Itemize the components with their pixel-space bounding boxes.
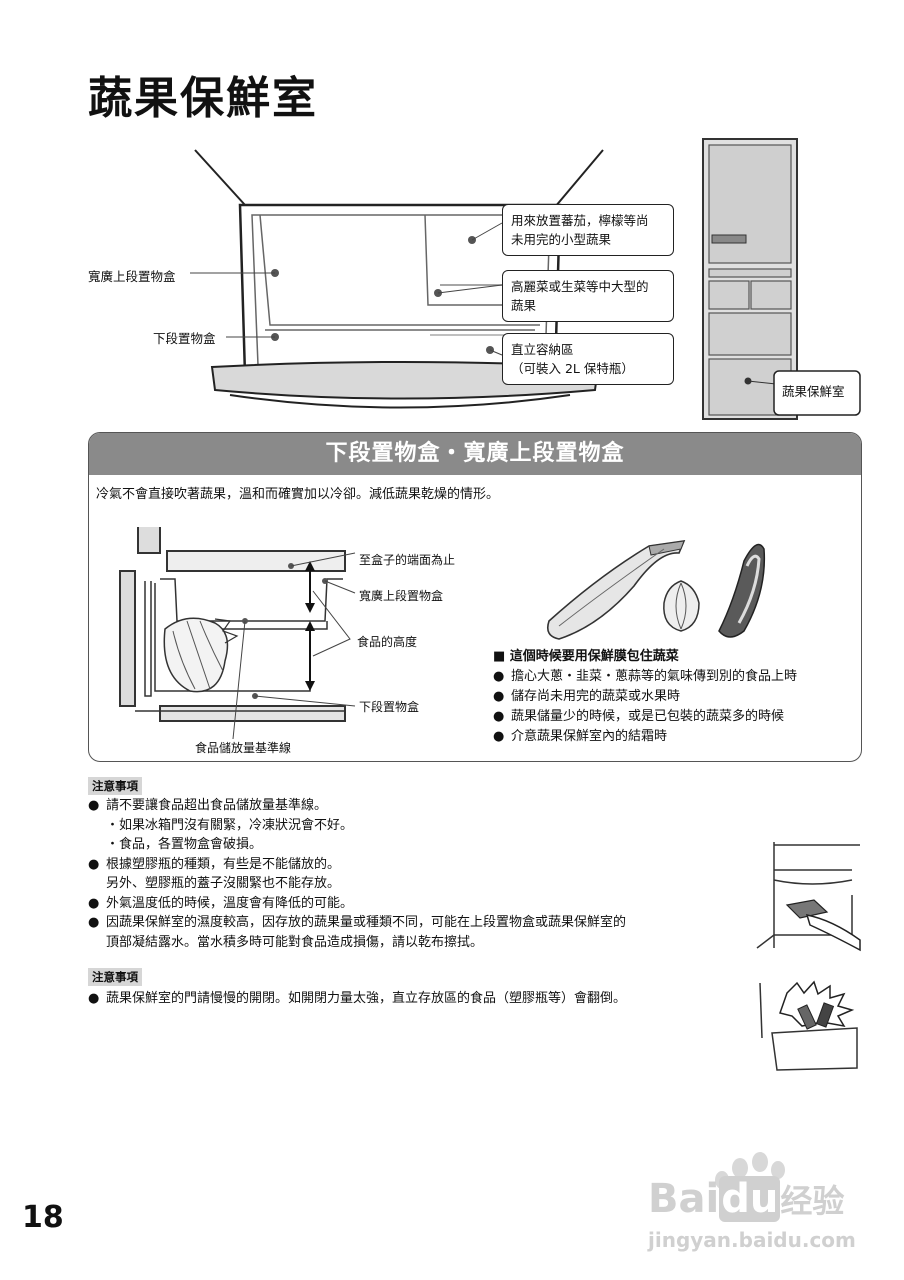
- label-food-baseline: 食品儲放量基準線: [195, 741, 292, 755]
- refrigerator-illustration: [702, 138, 861, 420]
- callout-small-vegetables: 用來放置蕃茄，檸檬等尚 未用完的小型蔬果: [502, 204, 674, 256]
- notice-continuation: 另外、塑膠瓶的蓋子沒關緊也不能存放。: [106, 876, 341, 891]
- notice-continuation: 頂部凝結露水。當水積多時可能對食品造成損傷，請以乾布擦拭。: [106, 934, 484, 950]
- wiping-dew-illustration: [756, 842, 861, 952]
- baidu-watermark: Baidu经验 jingyan.baidu.com: [640, 1150, 880, 1260]
- label-lower-box: 下段置物盒: [153, 331, 216, 346]
- notice-item: 因蔬果保鮮室的濕度較高，因存放的蔬果量或種類不同，可能在上段置物盒或蔬果保鮮室的: [88, 913, 728, 933]
- page-title: 蔬果保鮮室: [88, 73, 318, 124]
- notice-item: 根據塑膠瓶的種類，有些是不能儲放的。: [88, 855, 728, 875]
- label-lower-box-diagram: 下段置物盒: [359, 700, 420, 714]
- notice-item: 外氣溫度低的時候，溫度會有降低的可能。: [88, 894, 728, 914]
- cross-section-diagram: [119, 527, 356, 740]
- label-food-height: 食品的高度: [357, 635, 418, 649]
- fridge-vegetable-compartment-label: 蔬果保鮮室: [782, 384, 845, 399]
- bottles-falling-illustration: [759, 980, 858, 1071]
- section-header: 下段置物盒・寬廣上段置物盒: [89, 433, 861, 475]
- page-number: 18: [22, 1200, 64, 1235]
- notice-list: 請不要讓食品超出食品儲放量基準線。 ・如果冰箱門沒有關緊，冷凍狀況會不好。 ・食…: [88, 796, 728, 952]
- notice-tag: 注意事項: [88, 777, 142, 795]
- label-box-end: 至盒子的端面為止: [359, 553, 456, 567]
- wrap-advice-item: 儲存尚未用完的蔬菜或水果時: [493, 687, 797, 707]
- notice-item: 蔬果保鮮室的門請慢慢的開閉。如開閉力量太強，直立存放區的食品（塑膠瓶等）會翻倒。: [88, 989, 728, 1009]
- notice-subitem: ・如果冰箱門沒有關緊，冷凍狀況會不好。: [106, 817, 354, 833]
- notice-item: 請不要讓食品超出食品儲放量基準線。: [88, 796, 728, 816]
- watermark-brand: Baidu经验: [648, 1176, 844, 1222]
- label-upper-box: 寬廣上段置物盒: [88, 269, 176, 284]
- watermark-url: jingyan.baidu.com: [648, 1228, 856, 1252]
- callout-large-vegetables: 高麗菜或生菜等中大型的 蔬果: [502, 270, 674, 322]
- wrap-advice-item: 蔬果儲量少的時候，或是已包裝的蔬菜多的時候: [493, 707, 797, 727]
- notice-tag: 注意事項: [88, 968, 142, 986]
- wrap-advice: ■ 這個時候要用保鮮膜包住蔬菜 擔心大蔥・韭菜・蔥蒜等的氣味傳到別的食品上時 儲…: [493, 647, 797, 747]
- notice-list: 蔬果保鮮室的門請慢慢的開閉。如開閉力量太強，直立存放區的食品（塑膠瓶等）會翻倒。: [88, 989, 728, 1009]
- storage-box-section: 下段置物盒・寬廣上段置物盒 冷氣不會直接吹著蔬果，溫和而確實加以冷卻。減低蔬果乾…: [88, 432, 862, 762]
- watermark-brand-c: 经验: [780, 1182, 845, 1220]
- label-upper-box-diagram: 寬廣上段置物盒: [359, 589, 444, 603]
- notice-subitem: ・食品，各置物盒會破損。: [106, 837, 263, 852]
- wrap-advice-item: 介意蔬果保鮮室內的結霜時: [493, 727, 797, 747]
- watermark-brand-a: Bai: [648, 1176, 720, 1222]
- watermark-brand-b: du: [719, 1176, 781, 1222]
- wrapped-vegetables-illustration: [546, 540, 766, 640]
- vegetable-drawer-illustration: [190, 149, 604, 409]
- wrap-advice-item: 擔心大蔥・韭菜・蔥蒜等的氣味傳到別的食品上時: [493, 667, 797, 687]
- wrap-advice-heading: ■ 這個時候要用保鮮膜包住蔬菜: [493, 649, 679, 664]
- callout-upright-storage: 直立容納區 （可裝入 2L 保特瓶）: [502, 333, 674, 385]
- section-description: 冷氣不會直接吹著蔬果，溫和而確實加以冷卻。減低蔬果乾燥的情形。: [96, 487, 500, 502]
